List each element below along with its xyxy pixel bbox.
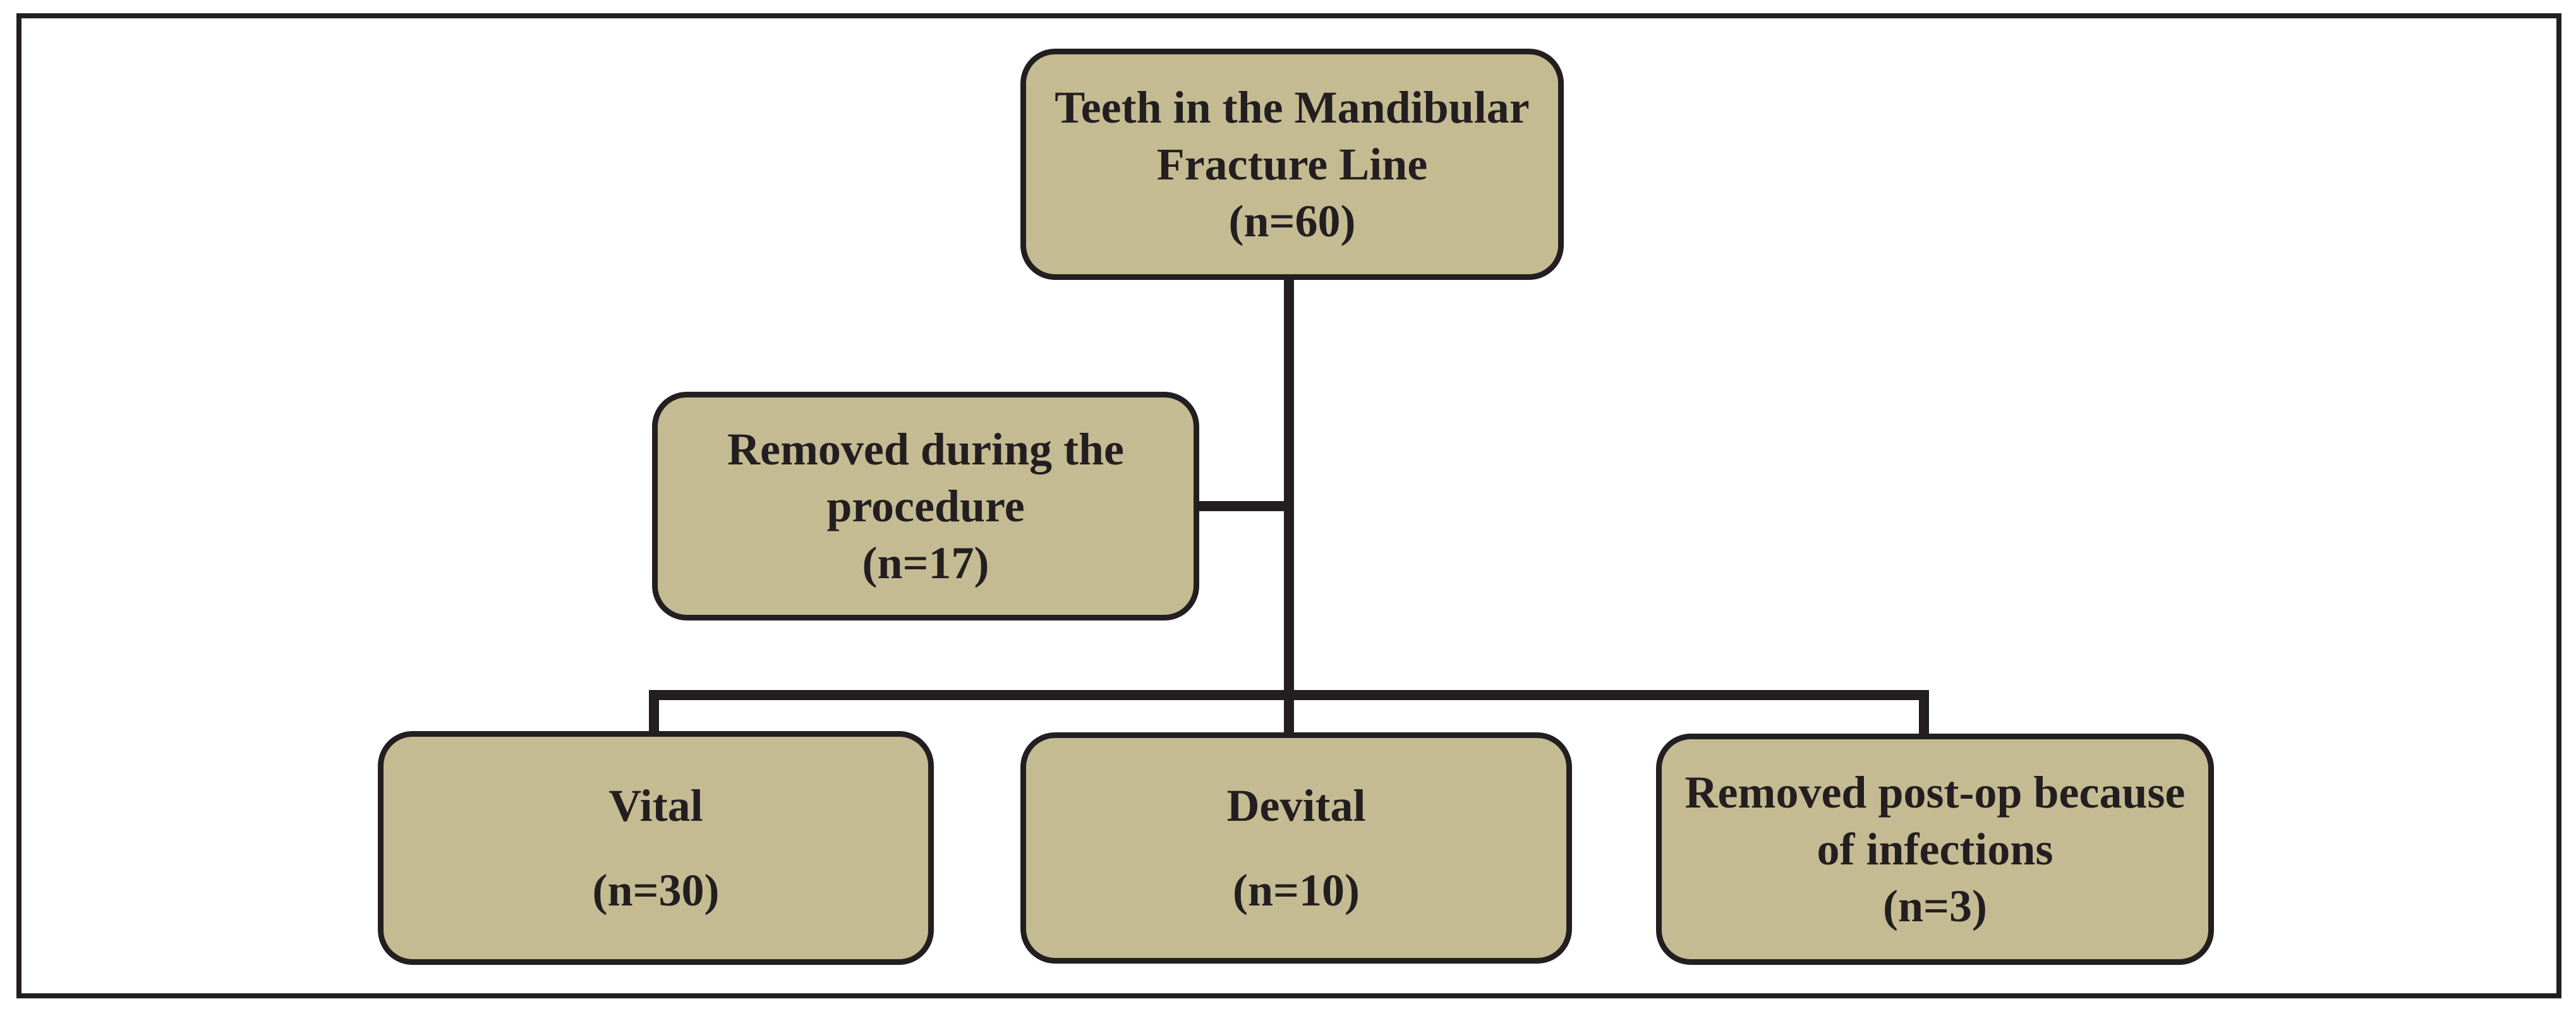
node-teeth-in-fracture-line: Teeth in the Mandibular Fracture Line (n…	[1020, 49, 1564, 280]
node-count-label: (n=17)	[862, 538, 989, 588]
connector-drop-removed-postop	[1919, 690, 1929, 741]
node-text-line: of infections	[1817, 824, 2053, 875]
connector-children-bar	[649, 690, 1929, 700]
connector-removed-during-branch	[1194, 501, 1294, 511]
connector-drop-vital	[649, 690, 659, 739]
node-text-line: Vital	[608, 780, 703, 831]
node-count-label: (n=60)	[1228, 196, 1356, 246]
figure-border	[16, 13, 2561, 998]
node-text-line: Devital	[1226, 780, 1366, 831]
node-vital: Vital (n=30)	[378, 731, 934, 965]
node-count-label: (n=10)	[1232, 865, 1360, 916]
node-text-line: Teeth in the Mandibular	[1055, 82, 1530, 133]
node-text-line: Removed post-op because	[1684, 767, 2186, 818]
node-text-line: Fracture Line	[1156, 139, 1428, 190]
node-count-label: (n=3)	[1882, 881, 1988, 931]
node-removed-during-procedure: Removed during the procedure (n=17)	[652, 392, 1199, 621]
node-count-label: (n=30)	[592, 865, 720, 916]
node-removed-postop-infections: Removed post-op because of infections (n…	[1656, 734, 2214, 965]
node-text-line: Removed during the	[727, 424, 1124, 475]
node-devital: Devital (n=10)	[1020, 732, 1572, 964]
node-text-line: procedure	[826, 481, 1025, 531]
